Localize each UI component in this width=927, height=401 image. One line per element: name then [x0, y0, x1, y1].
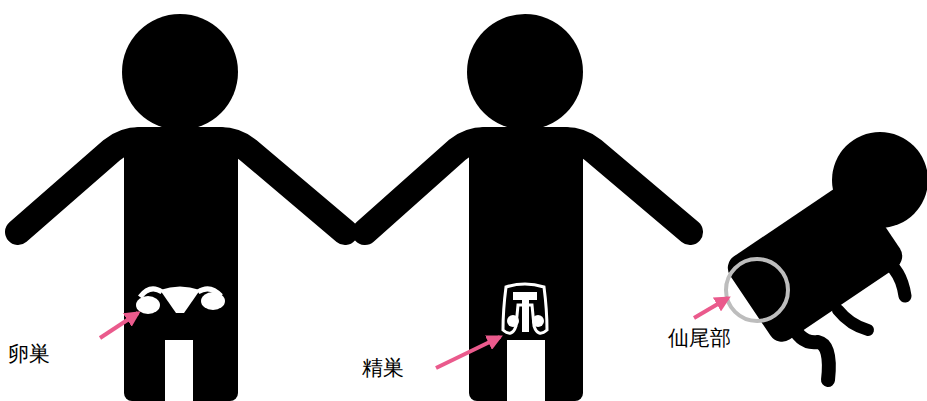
- part-label: 卵巣: [8, 344, 50, 365]
- leader-arrows: [100, 298, 728, 368]
- baby-figure: [722, 132, 927, 380]
- part-label: 精巣: [362, 358, 404, 379]
- female-figure: [18, 14, 345, 401]
- part-label: 仙尾部: [668, 328, 731, 349]
- male-figure: [365, 14, 690, 401]
